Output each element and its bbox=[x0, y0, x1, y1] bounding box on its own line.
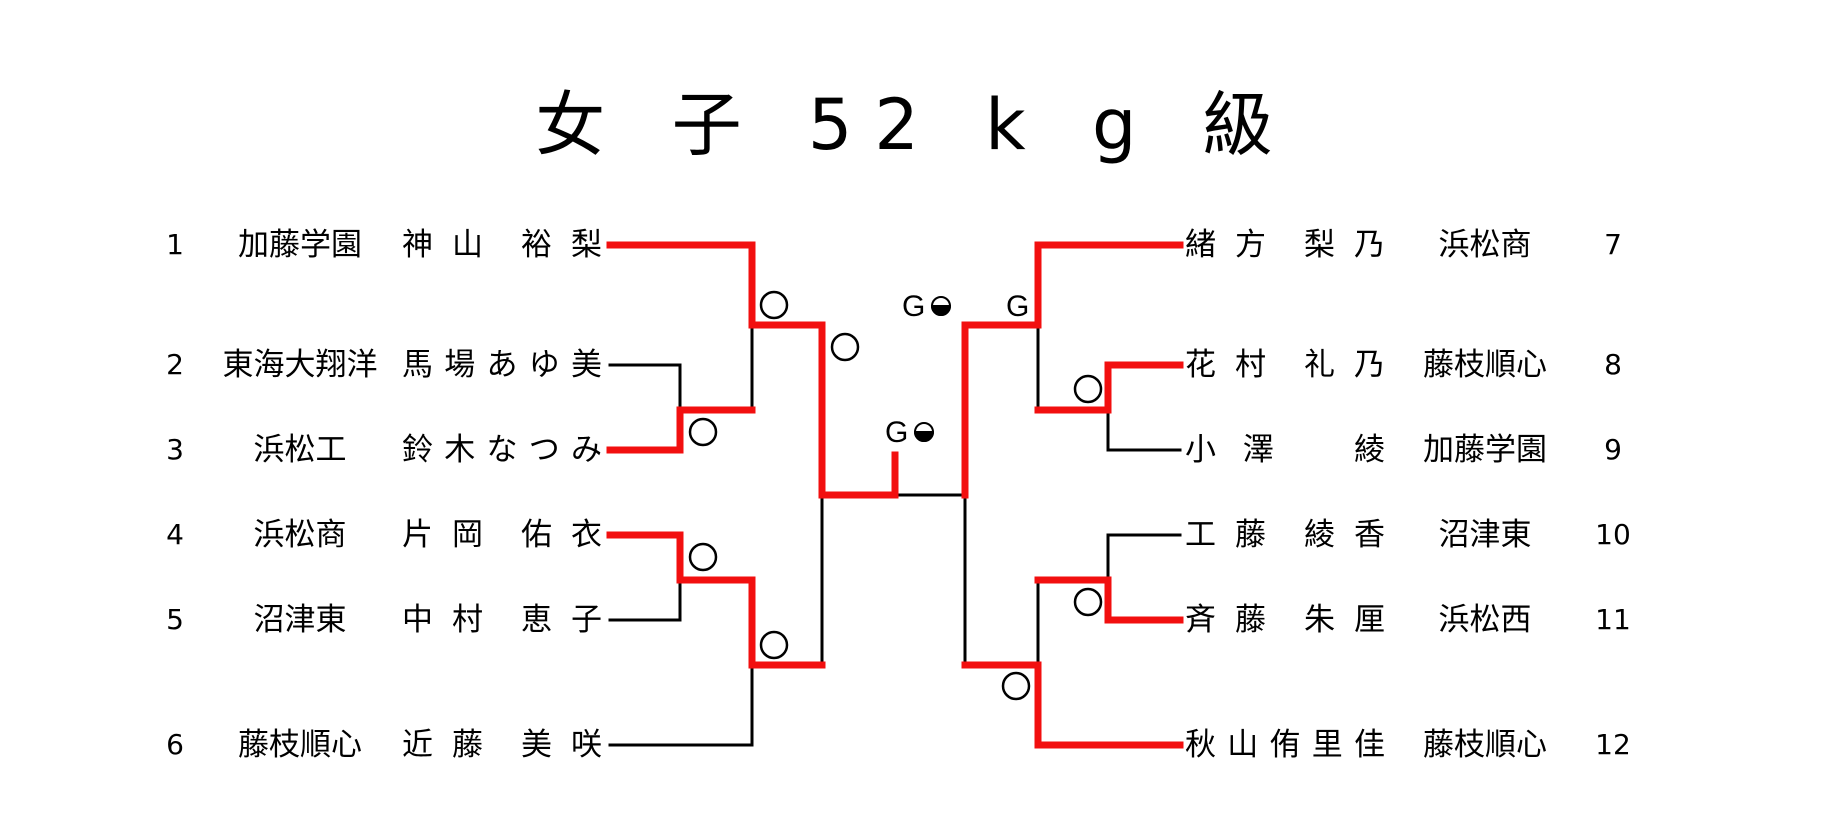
win-marks bbox=[688, 290, 1103, 701]
player-name: 斉藤朱厘 bbox=[1185, 602, 1385, 638]
player-name: 工藤綾香 bbox=[1185, 517, 1385, 553]
g-marks: G G G bbox=[885, 290, 1029, 449]
seed-number: 8 bbox=[1604, 348, 1622, 381]
player-name: 片岡佑衣 bbox=[402, 517, 602, 553]
seed-number: 3 bbox=[166, 433, 184, 466]
seed-number: 4 bbox=[166, 518, 184, 551]
seed-number: 11 bbox=[1595, 603, 1631, 636]
g-mark: G bbox=[1006, 290, 1029, 323]
half-circle-icons bbox=[913, 296, 952, 442]
seed-number: 12 bbox=[1595, 728, 1631, 761]
win-circle bbox=[1001, 671, 1031, 701]
page-title: 女 子 52 k g 級 bbox=[535, 84, 1295, 166]
seed-number: 5 bbox=[166, 603, 184, 636]
win-circle bbox=[688, 417, 718, 447]
player-name: 馬場あゆ美 bbox=[402, 347, 602, 383]
winner-line bbox=[606, 406, 756, 454]
bracket-lines bbox=[608, 323, 1182, 747]
school-name: 浜松西 bbox=[1438, 602, 1532, 638]
school-name: 浜松工 bbox=[253, 432, 347, 468]
win-circle bbox=[688, 542, 718, 572]
winner-lines bbox=[606, 241, 1184, 749]
school-name: 加藤学園 bbox=[1423, 432, 1547, 468]
win-circle bbox=[759, 630, 789, 660]
seed-number: 7 bbox=[1604, 228, 1622, 261]
school-name: 浜松商 bbox=[1438, 227, 1532, 263]
g-mark: G bbox=[902, 290, 925, 323]
school-name: 藤枝順心 bbox=[238, 727, 362, 763]
winner-line bbox=[606, 241, 899, 499]
half-circle-icon bbox=[913, 431, 935, 442]
seed-number: 1 bbox=[166, 228, 184, 261]
player-name: 近藤美咲 bbox=[402, 727, 602, 763]
player-name: 鈴木なつみ bbox=[402, 432, 602, 468]
player-name: 小澤綾 bbox=[1185, 432, 1385, 468]
bracket-line bbox=[1106, 408, 1182, 452]
seed-number: 2 bbox=[166, 348, 184, 381]
player-name: 花村礼乃 bbox=[1185, 347, 1385, 383]
win-circle bbox=[1073, 587, 1103, 617]
bracket-line bbox=[1106, 533, 1182, 582]
school-name: 沼津東 bbox=[1438, 517, 1532, 553]
school-name: 藤枝順心 bbox=[1423, 347, 1547, 383]
player-name: 神山裕梨 bbox=[402, 227, 602, 263]
winner-line bbox=[606, 531, 826, 669]
winner-line bbox=[961, 241, 1184, 499]
winner-line bbox=[961, 661, 1184, 749]
school-name: 東海大翔洋 bbox=[222, 347, 378, 383]
school-name: 藤枝順心 bbox=[1423, 727, 1547, 763]
bracket-line bbox=[608, 578, 682, 622]
bracket-line bbox=[608, 663, 754, 747]
player-name: 秋山侑里佳 bbox=[1185, 727, 1385, 763]
g-mark: G bbox=[885, 416, 908, 449]
player-name: 中村恵子 bbox=[402, 602, 602, 638]
win-circle bbox=[759, 290, 789, 320]
winner-line bbox=[1034, 576, 1184, 624]
win-circle bbox=[1073, 374, 1103, 404]
school-name: 浜松商 bbox=[253, 517, 347, 553]
school-name: 沼津東 bbox=[253, 602, 347, 638]
bracket-line bbox=[608, 363, 682, 412]
seed-number: 10 bbox=[1595, 518, 1631, 551]
player-name: 緒方梨乃 bbox=[1185, 227, 1385, 263]
school-name: 加藤学園 bbox=[238, 227, 362, 263]
seed-number: 9 bbox=[1604, 433, 1622, 466]
win-circle bbox=[830, 332, 860, 362]
seed-number: 6 bbox=[166, 728, 184, 761]
half-circle-icon bbox=[930, 305, 952, 316]
winner-line bbox=[1034, 361, 1184, 414]
